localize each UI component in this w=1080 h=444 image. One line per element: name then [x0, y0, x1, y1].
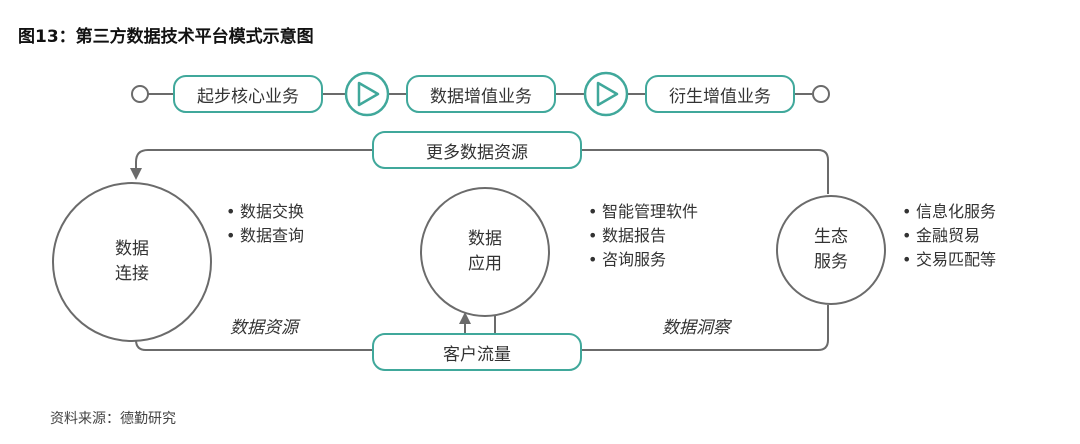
flow-end-marker: [812, 85, 830, 103]
list-item: 数据交换: [226, 200, 304, 224]
play-arrow-icon: [583, 71, 629, 117]
flow-label-data-resources: 数据资源: [230, 318, 298, 338]
list-item: 金融贸易: [902, 224, 996, 248]
data-application-bullets: 智能管理软件 数据报告 咨询服务: [588, 200, 698, 272]
list-item: 智能管理软件: [588, 200, 698, 224]
source-note: 资料来源：德勤研究: [50, 411, 176, 427]
list-item: 数据查询: [226, 224, 304, 248]
customer-traffic-label: 客户流量: [372, 333, 582, 371]
flow-start-marker: [131, 85, 149, 103]
node-data-application: 数据 应用: [420, 187, 550, 317]
node-title-line1: 数据: [115, 239, 149, 260]
ecosystem-service-bullets: 信息化服务 金融贸易 交易匹配等: [902, 200, 996, 272]
node-ecosystem-service: 生态 服务: [776, 195, 886, 305]
flow-label-data-insights: 数据洞察: [662, 318, 730, 338]
node-title-line2: 应用: [468, 254, 502, 274]
figure-title: 图13：第三方数据技术平台模式示意图: [18, 27, 314, 47]
data-connection-bullets: 数据交换 数据查询: [226, 200, 304, 248]
stage-data-value-business: 数据增值业务: [406, 75, 556, 113]
node-data-connection: 数据 连接: [52, 182, 212, 342]
list-item: 交易匹配等: [902, 248, 996, 272]
node-title-line1: 数据: [468, 229, 502, 250]
stage-core-business: 起步核心业务: [173, 75, 323, 113]
node-title-line2: 服务: [814, 252, 848, 272]
list-item: 信息化服务: [902, 200, 996, 224]
stage-derived-value-business: 衍生增值业务: [645, 75, 795, 113]
node-title-line2: 连接: [115, 264, 149, 284]
play-arrow-icon: [344, 71, 390, 117]
node-title-line1: 生态: [814, 227, 848, 248]
list-item: 咨询服务: [588, 248, 698, 272]
more-data-resources-label: 更多数据资源: [372, 131, 582, 169]
arrow-down-icon: [130, 168, 142, 180]
list-item: 数据报告: [588, 224, 698, 248]
arrow-up-icon: [459, 312, 471, 324]
